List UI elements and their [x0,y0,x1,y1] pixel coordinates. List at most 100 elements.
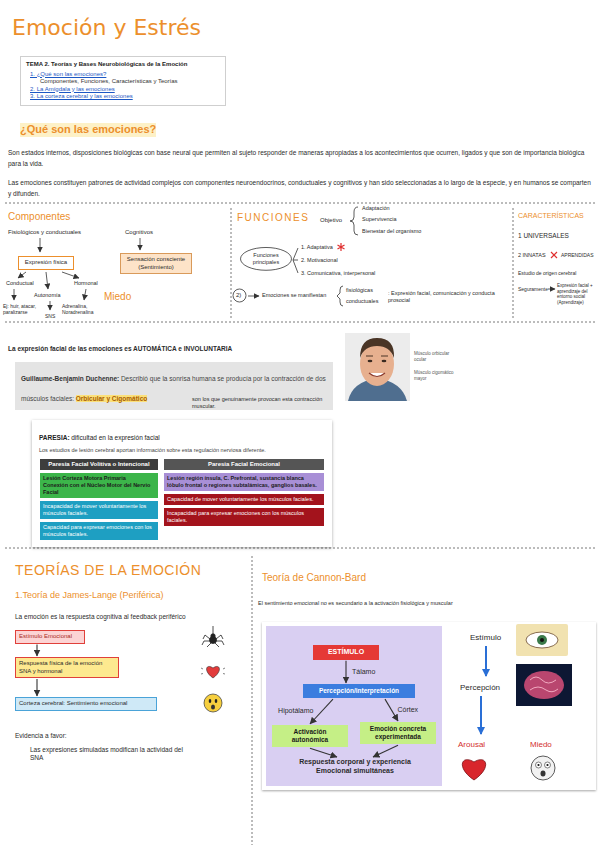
cannon-bard-panel [266,626,442,786]
scared-face-icon [204,694,222,712]
brace [350,207,358,235]
node-text: Percepción/interpretación [306,687,412,695]
dashed-divider [5,548,596,549]
note: Bienestar del organismo [362,228,421,235]
note: SNS [45,313,55,319]
column-header: Paresia Facial Volitiva o Intencional [40,459,158,471]
scared-face-icon [204,694,222,712]
scared-face-icon [215,699,218,703]
leader-arrow [46,272,48,289]
eye-picture [516,624,568,656]
node-text: Paresia Facial Volitiva o Intencional [43,461,155,469]
effect-box: Capacidad de mover voluntariamente los m… [164,494,324,505]
node-text: ESTÍMULO [316,648,376,657]
note: La emoción es la respuesta cognitiva al … [15,613,186,621]
leader-arrow [14,289,15,300]
paresia-panel: Paresia Facial Volitiva o IntencionalLes… [32,420,332,547]
node-text: TEMA 2. Teorías y Bases Neurobiológicas … [26,61,220,69]
fear-face-picture [537,764,539,766]
picture-caption: Percepción [460,683,500,693]
flow-arrow [385,699,398,721]
red-mark [551,252,557,258]
portrait-photo [368,360,373,363]
contents-card: TEMA 2. Teorías y Bases Neurobiológicas … [20,56,226,106]
portrait-photo [369,373,385,377]
red-mark [338,243,345,251]
note: Conductual [6,280,34,287]
note: Estudio de origen cerebral [518,270,576,276]
component-box: Expresión física [18,256,74,270]
node-text: PARESIA: [39,434,70,441]
list-item: 2. Motivacional [301,257,338,264]
flow-arrow [36,679,37,696]
heart-icon [201,666,225,678]
section-heading: ¿Qué son las emociones? [20,123,156,137]
node-text: Guillaume-Benjamin Duchenne: [21,375,119,382]
section-heading: Componentes [8,211,70,224]
note: Seguramente [518,286,548,292]
subheading: Teoría de Cannon-Bard [262,572,366,585]
note: Objetivo [320,217,342,225]
note: Ej: huir, atacar, paralizarse [3,303,51,316]
note: son los que genuinamente provocan esta c… [192,396,332,410]
flow-arrow [310,748,337,757]
stimulus-box: ESTÍMULO [313,645,379,660]
leader-arrow [248,296,259,297]
effect-box: Incapacidad para expresar emociones con … [164,508,324,526]
flow-arrow [485,646,487,676]
node-text: 1. ¿Qué son las emociones? [30,71,220,79]
fear-face-picture [536,762,542,768]
node-text: Expresión física [22,259,70,267]
function-oval: Funciones principales [240,247,292,271]
example-word: Miedo [104,291,131,304]
leader-arrow [40,238,41,252]
result-text: Respuesta corporal y experiencia Emocion… [297,758,413,776]
flow-arrow [373,745,398,757]
note: : Expresión facial, comunicación y condu… [388,290,508,304]
node-text: 3. La corteza cerebral y las emociones [30,93,220,101]
eye-picture [516,624,568,656]
node-text: 2. La Amígdala y las emociones [30,86,220,94]
lesion-box: Lesión Corteza Motora PrimariaConexión c… [40,473,158,498]
process-box: Corteza cerebral: Sentimiento emocional [15,697,157,711]
dashed-divider [5,322,596,323]
scared-face-icon [211,705,215,710]
process-box: Emoción concreta experimentada [360,722,436,744]
brain-picture [524,671,564,699]
list-item: 1. Adaptativa [301,244,333,251]
page-title: Emoción y Estrés [12,14,201,42]
note: Emociones se manifiestan [262,292,326,299]
note: Hormonal [74,280,98,287]
process-box: Activación autonómica [272,725,348,747]
note: Supervivencia [362,216,397,223]
spider-icon [213,626,214,634]
cannon-bard-panel [262,622,596,790]
leader-arrow [62,272,79,278]
effect-box: Capacidad para expresar emociones con lo… [40,522,158,540]
dashed-divider [231,208,232,318]
eye-picture [526,632,558,648]
dashed-divider [252,556,253,845]
edge-label: Córtex [398,706,419,715]
brace [293,248,298,273]
brain-picture [516,664,572,706]
portrait-photo [360,338,394,358]
process-box: Percepción/interpretación [303,684,415,698]
dashed-divider [5,203,596,204]
quote-box: Guillaume-Benjamin Duchenne:Describió qu… [15,362,333,410]
statement: La expresión facial de las emociones es … [8,345,232,353]
note: El sentimiento emocional no es secundari… [258,600,594,607]
note: Cognitivos [125,229,153,237]
portrait-photo [345,333,410,401]
brain-picture [516,664,572,706]
cannon-bard-panel [262,622,596,790]
node-text: Capacidad de mover voluntariamente los m… [167,496,321,503]
paragraph: Son estados internos, disposiciones biol… [8,147,594,169]
list-item: APRENDIDAS [561,252,594,258]
node-text: Capacidad para expresar emociones con lo… [43,524,155,538]
picture-caption: Miedo [530,740,552,750]
brain-picture [530,677,558,692]
section-heading: CARACTERÍSTICAS [518,212,584,221]
note: Autonomía [34,292,61,299]
eye-picture [537,635,547,645]
